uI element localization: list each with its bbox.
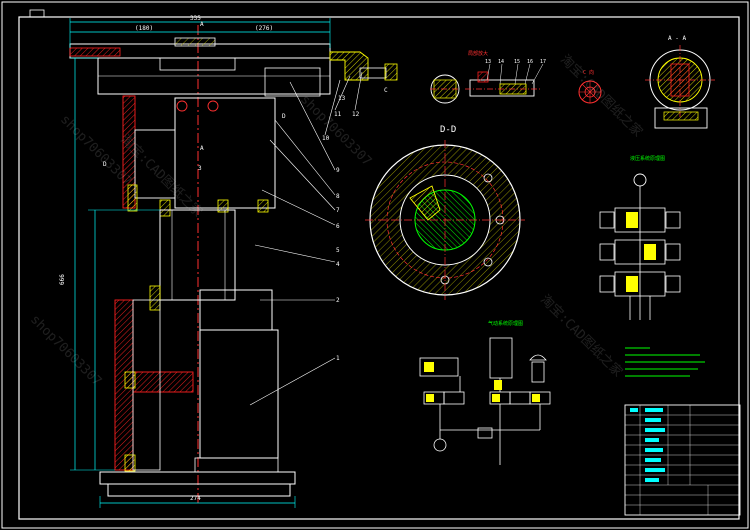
dim-overall-width: 335: [190, 15, 201, 22]
detail-part-label: 16: [527, 59, 533, 65]
dim-base-width: 274: [190, 495, 201, 502]
part-label: 11: [334, 111, 342, 118]
hydraulic-schematic: [599, 173, 681, 320]
part-label: 9: [336, 167, 340, 174]
part-label: 2: [336, 297, 340, 304]
c-view-gear: [578, 80, 602, 104]
part-label: 7: [336, 207, 340, 214]
technical-notes: [625, 347, 705, 377]
watermark: shop70603307: [27, 312, 104, 389]
section-dd-label: D-D: [440, 125, 456, 135]
part-label: 8: [336, 193, 340, 200]
part-label: 13: [338, 95, 346, 102]
part-label: 10: [322, 135, 330, 142]
dimension-texts: 335 (180) (276) 274 666: [59, 15, 273, 502]
part-label: 4: [336, 261, 340, 268]
pneumatic-title: 气动系统原理图: [488, 320, 523, 327]
main-part-numbers: 13 12 11 10 9 8 7 6 5 4 3 2 1: [198, 95, 360, 362]
section-aa: [645, 45, 715, 129]
detail-title: 局部放大: [468, 50, 488, 57]
dim-height: 666: [59, 274, 66, 285]
watermark: shop70603307: [297, 92, 374, 169]
pneumatic-schematic: [419, 337, 551, 465]
detail-part-label: 15: [514, 59, 520, 65]
section-markers: A A D D C: [103, 21, 388, 168]
title-block: [624, 404, 741, 516]
detail-part-numbers: 13 14 15 16 17: [485, 59, 546, 65]
part-label: 12: [352, 111, 360, 118]
section-d-left: D: [103, 161, 107, 168]
section-c-mark: C: [384, 87, 388, 94]
part-label: 6: [336, 223, 340, 230]
pneumatic-actuator: [529, 354, 547, 361]
hydraulic-title: 液压系统原理图: [630, 155, 665, 162]
detail-part-label: 13: [485, 59, 491, 65]
main-assembly: [69, 18, 398, 508]
detail-part-label: 17: [540, 59, 546, 65]
dim-upper-right: (276): [255, 25, 273, 32]
part-label: 3: [198, 165, 202, 172]
section-aa-label: A - A: [668, 35, 686, 42]
section-a-top: A: [200, 21, 204, 28]
watermark: 淘宝:CAD图纸之家: [557, 52, 646, 141]
detail-part-label: 14: [498, 59, 504, 65]
pneumatic-fills: [426, 380, 540, 402]
c-view-label: C 向: [583, 69, 594, 76]
part-label: 5: [336, 247, 340, 254]
section-d-right: D: [282, 113, 286, 120]
dim-upper-left: (180): [135, 25, 153, 32]
watermark: 淘宝:CAD图纸之家: [537, 292, 626, 381]
section-a-mid: A: [200, 145, 204, 152]
detail-view: [430, 63, 544, 104]
part-label: 1: [336, 355, 340, 362]
corner-mark: [29, 9, 45, 18]
inner-frame: [18, 16, 740, 520]
section-dd: [365, 140, 525, 300]
